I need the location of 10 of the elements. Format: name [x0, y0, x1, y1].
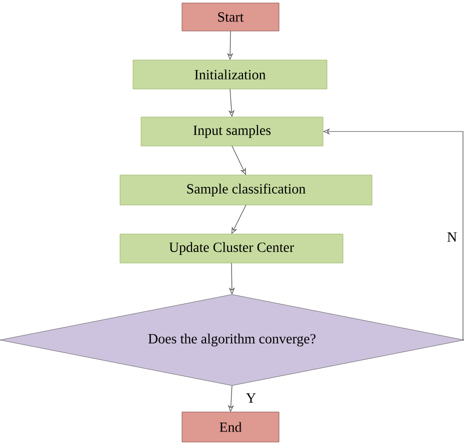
process-box: Update Cluster Center: [120, 234, 344, 264]
startend-box: End: [182, 412, 280, 442]
arrow: [232, 146, 246, 175]
arrow: [232, 204, 246, 234]
process-box: Input samples: [140, 116, 324, 146]
edge-label: N: [447, 232, 457, 242]
process-box: Sample classification: [120, 174, 372, 206]
process-box: Initialization: [132, 60, 328, 90]
startend-box: Start: [182, 2, 280, 32]
edge-label: Y: [246, 393, 256, 403]
